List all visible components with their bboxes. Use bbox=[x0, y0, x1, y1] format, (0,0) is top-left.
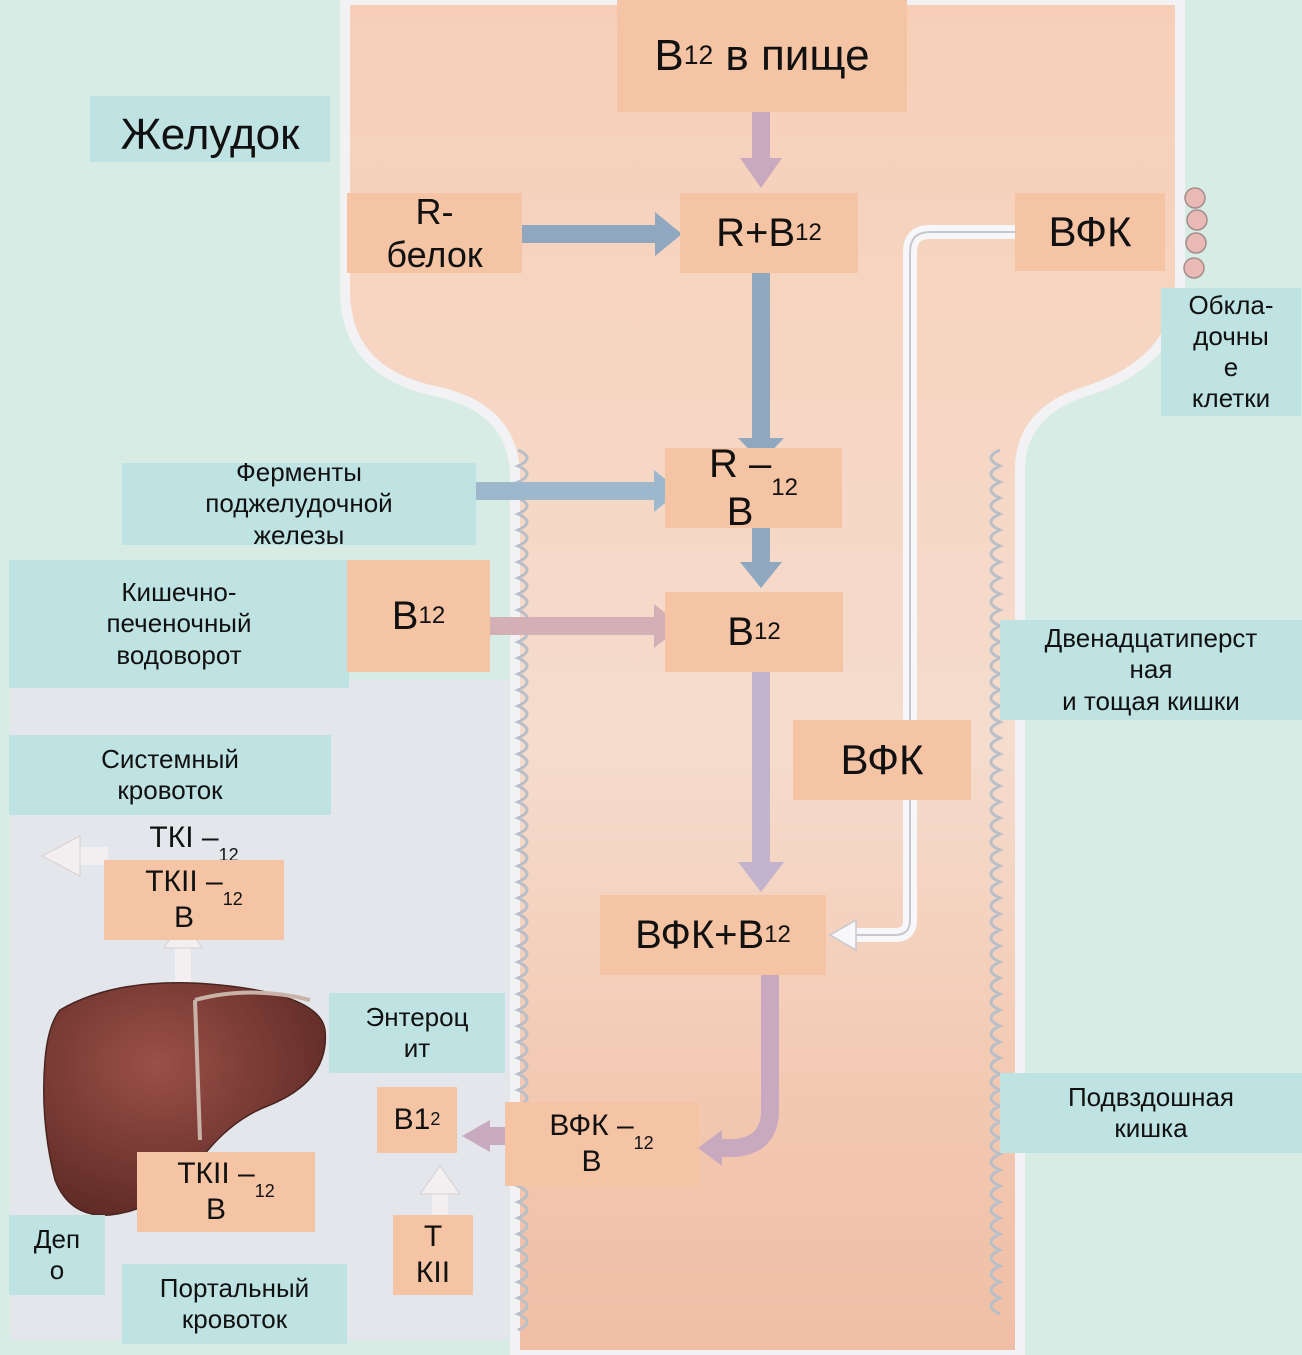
parietal-text: Обкла- дочны е клетки bbox=[1188, 290, 1273, 415]
b12-center-base: В bbox=[727, 608, 754, 656]
b12-small-sub: 2 bbox=[430, 1109, 440, 1131]
label-parietal-cells: Обкла- дочны е клетки bbox=[1161, 288, 1301, 416]
r-protein-text: R- белок bbox=[386, 190, 482, 276]
tkii-b12-top-sub: 12 bbox=[223, 889, 243, 911]
enterohepatic-text: Кишечно- печеночный водоворот bbox=[106, 577, 251, 671]
portal-text: Портальный кровоток bbox=[160, 1273, 309, 1335]
r-plus-b12-sub: 12 bbox=[795, 219, 822, 248]
b12-food-sub: 12 bbox=[684, 40, 713, 72]
b12-left-base: В bbox=[392, 592, 419, 640]
ifk-top-text: ВФК bbox=[1048, 207, 1131, 257]
label-duodenum-jejunum: Двенадцатиперст ная и тощая кишки bbox=[1000, 620, 1302, 720]
ifk-dash-b12-base: ВФК – В bbox=[549, 1108, 633, 1180]
ifk-plus-b12-base: ВФК+В bbox=[635, 911, 764, 959]
label-r-protein: R- белок bbox=[347, 193, 522, 273]
label-portal-circulation: Портальный кровоток bbox=[122, 1264, 347, 1344]
ileum-text: Подвздошная кишка bbox=[1068, 1082, 1234, 1144]
duodenum-text: Двенадцатиперст ная и тощая кишки bbox=[1045, 623, 1258, 717]
pancreatic-text: Ферменты поджелудочной железы bbox=[205, 457, 392, 551]
r-dash-b12-base: R – В bbox=[709, 440, 771, 536]
label-ifk-top: ВФК bbox=[1015, 193, 1165, 271]
tkii-b12-bottom-sub: 12 bbox=[255, 1181, 275, 1203]
r-dash-b12-sub: 12 bbox=[771, 474, 798, 503]
stomach-text: Желудок bbox=[121, 109, 300, 162]
enterocyte-text: Энтероц ит bbox=[366, 1002, 469, 1064]
depot-text: Деп о bbox=[34, 1224, 80, 1286]
b12-small-base: В1 bbox=[394, 1102, 431, 1138]
label-pancreatic-enzymes: Ферменты поджелудочной железы bbox=[122, 463, 476, 545]
label-enterohepatic: Кишечно- печеночный водоворот bbox=[9, 560, 349, 688]
systemic-text: Системный кровоток bbox=[101, 744, 239, 806]
b12-food-base: В bbox=[654, 30, 683, 83]
label-stomach: Желудок bbox=[90, 96, 330, 162]
ifk-dash-b12-sub: 12 bbox=[634, 1133, 654, 1155]
label-tkii: Т КII bbox=[393, 1215, 473, 1295]
label-enterocyte: Энтероц ит bbox=[329, 993, 505, 1073]
tkii-b12-bottom-base: ТКII – В bbox=[177, 1156, 255, 1228]
label-systemic-circulation: Системный кровоток bbox=[9, 735, 331, 815]
ifk-plus-b12-sub: 12 bbox=[764, 921, 791, 950]
tkii-b12-top-base: ТКII – В bbox=[145, 864, 223, 936]
tkii-text: Т КII bbox=[416, 1219, 450, 1291]
b12-food-rest: в пище bbox=[725, 30, 869, 83]
label-ileum: Подвздошная кишка bbox=[1000, 1073, 1302, 1153]
label-ifk-mid: ВФК bbox=[793, 720, 971, 800]
r-plus-b12-base: R+В bbox=[716, 209, 795, 257]
b12-center-sub: 12 bbox=[754, 618, 781, 647]
b12-left-sub: 12 bbox=[418, 602, 445, 631]
label-depot: Деп о bbox=[9, 1215, 105, 1295]
ifk-mid-text: ВФК bbox=[840, 735, 923, 785]
